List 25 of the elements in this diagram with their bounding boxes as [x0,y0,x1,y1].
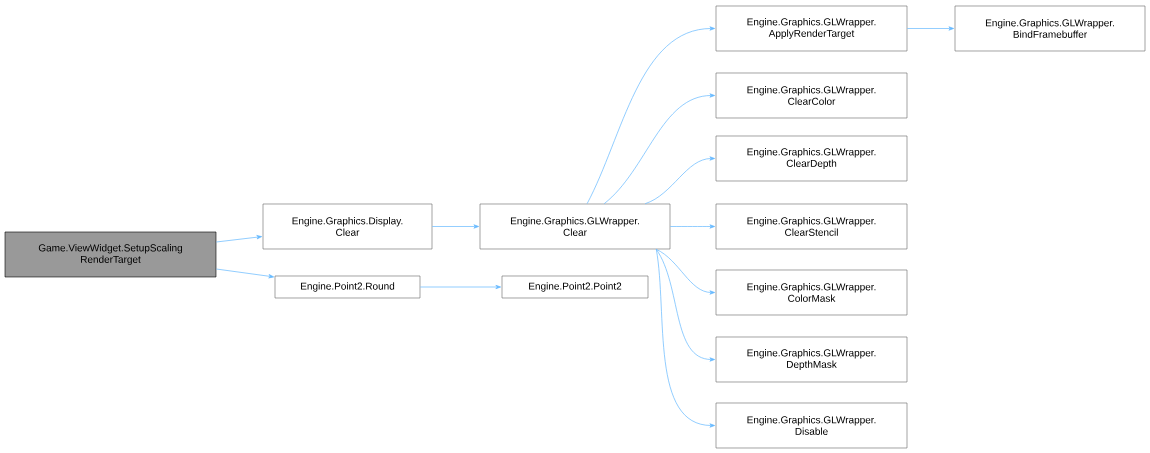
function-box: Engine.Graphics.GLWrapper. ClearColor [715,72,908,119]
arrow [644,156,715,205]
arrow [431,224,480,229]
function-box: Engine.Point2.Point2 [501,275,649,299]
function-box: Engine.Graphics.GLWrapper. Disable [715,402,908,449]
arrow [655,248,715,428]
function-box: Engine.Graphics.GLWrapper. DepthMask [715,336,908,383]
arrow [603,93,715,205]
function-box: Engine.Graphics.GLWrapper. ColorMask [715,269,908,316]
function-box: Game.ViewWidget.SetupScaling RenderTarget [4,231,217,278]
arrow [586,26,715,205]
function-box: Engine.Graphics.GLWrapper. ClearDepth [715,135,908,182]
arrow [215,268,275,279]
function-box: Engine.Graphics.GLWrapper. ClearStencil [715,203,908,250]
arrow [655,248,715,362]
function-box: Engine.Graphics.GLWrapper. Clear [479,203,671,250]
function-box: Engine.Graphics.GLWrapper. BindFramebuffer [954,5,1146,52]
function-box: Engine.Graphics.Display. Clear [262,203,433,250]
function-box: Engine.Graphics.GLWrapper. ApplyRenderTarget [715,5,908,52]
function-box: Engine.Point2.Round [274,275,421,299]
arrow [669,224,715,229]
arrow [215,235,263,243]
arrow [655,248,715,295]
arrow [906,26,954,31]
arrow [419,284,502,290]
